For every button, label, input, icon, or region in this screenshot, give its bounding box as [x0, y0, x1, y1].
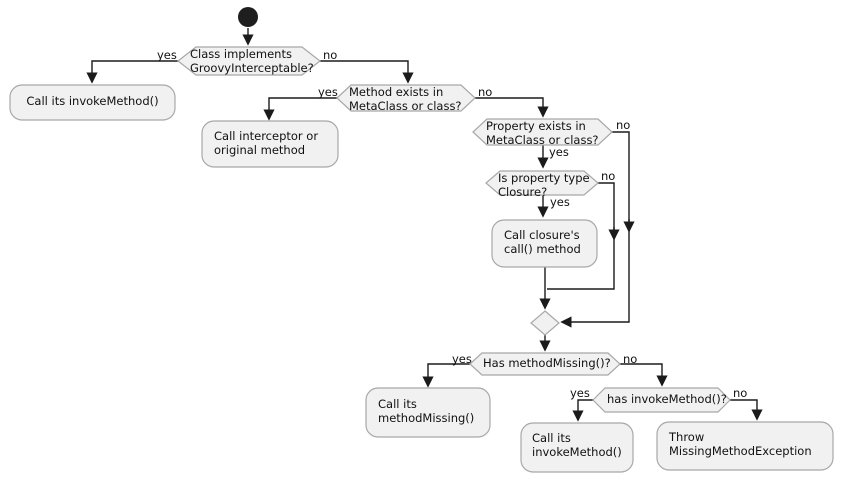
merge-diamond	[530, 310, 560, 336]
edge-method-no	[475, 97, 549, 118]
edge-invokemethod-no	[730, 399, 763, 421]
action-call-closure-shape	[491, 219, 598, 268]
action-call-methodmissing-label: Call its methodMissing()	[378, 397, 475, 425]
action-call-closure-label: Call closure's call() method	[504, 228, 581, 256]
decision-property-exists-label: Property exists in MetaClass or class?	[486, 119, 599, 147]
edge-method-yes	[263, 97, 337, 121]
action-throw-exception-label: Throw MissingMethodException	[669, 430, 812, 458]
action-call-invokemethod2-label: Call its invokeMethod()	[532, 431, 622, 459]
edge-label-invokemethod-no: no	[733, 386, 748, 400]
decision-has-methodmissing-label: Has methodMissing()?	[483, 356, 611, 370]
edge-label-methodmissing-no: no	[623, 352, 638, 366]
edge-label-property-yes: yes	[549, 145, 569, 159]
edge-label-property-no: no	[616, 118, 631, 132]
decision-groovy-interceptable-label: Class implements GroovyInterceptable?	[190, 47, 314, 75]
edge-label-method-no: no	[478, 85, 493, 99]
edge-groovy-yes	[86, 60, 178, 84]
edge-label-method-yes: yes	[318, 85, 338, 99]
edge-label-groovy-no: no	[323, 48, 338, 62]
decision-has-invokemethod-label: has invokeMethod()?	[607, 392, 727, 406]
action-call-interceptor-shape	[201, 120, 339, 168]
decision-method-exists-shape	[336, 84, 476, 112]
decision-has-invokemethod-shape	[592, 387, 731, 413]
edge-invokemethod-yes	[572, 399, 593, 422]
edge-label-groovy-yes: yes	[157, 48, 177, 62]
decision-method-exists-label: Method exists in MetaClass or class?	[349, 85, 462, 113]
decision-property-closure-shape	[485, 170, 599, 196]
action-call-invokemethod2-shape	[520, 422, 634, 473]
decision-has-methodmissing-shape	[469, 352, 621, 376]
decision-property-exists-shape	[472, 118, 613, 146]
edge-methodmissing-no	[620, 363, 668, 387]
edge-label-closure-no: no	[601, 169, 616, 183]
edge-methodmissing-yes	[422, 363, 470, 388]
action-call-methodmissing-shape	[365, 387, 491, 438]
action-call-interceptor-label: Call interceptor or original method	[214, 129, 319, 157]
edge-label-methodmissing-yes: yes	[452, 352, 472, 366]
edge-label-invokemethod-yes: yes	[570, 386, 590, 400]
decision-groovy-interceptable-shape	[177, 46, 321, 76]
edge-groovy-no	[320, 60, 414, 84]
action-throw-exception-shape	[656, 421, 834, 471]
action-call-invokemethod-shape	[9, 84, 176, 121]
start-node	[238, 7, 258, 27]
action-call-invokemethod-label: Call its invokeMethod()	[26, 94, 159, 108]
edge-label-closure-yes: yes	[550, 195, 570, 209]
decision-property-closure-label: Is property type Closure?	[498, 171, 590, 199]
